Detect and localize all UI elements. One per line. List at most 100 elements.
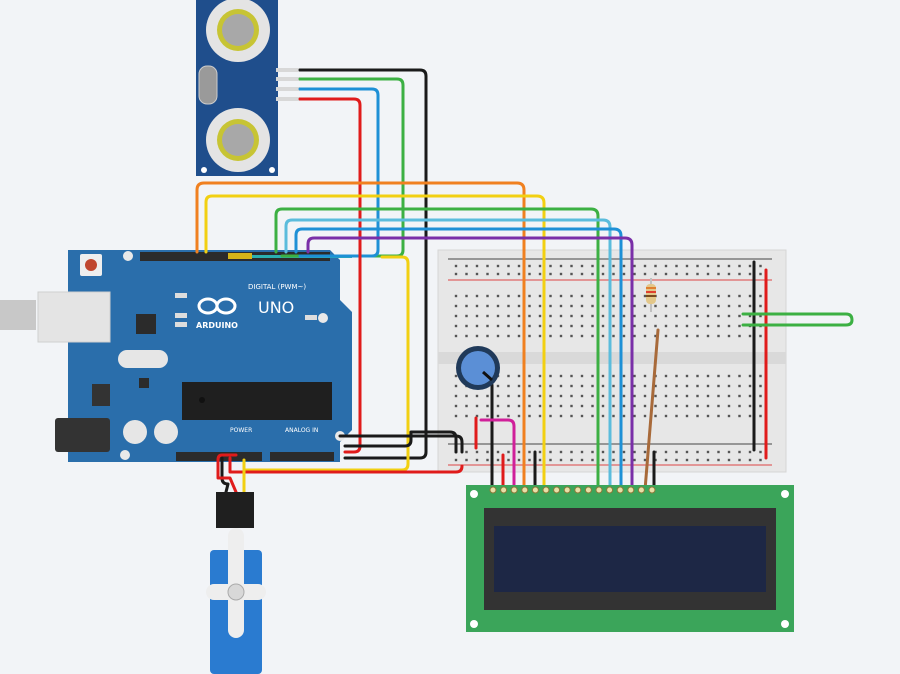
wire-purple[interactable] (306, 236, 634, 492)
breadboard-hole (559, 294, 563, 298)
breadboard-hole (496, 414, 500, 418)
wire-yellow[interactable] (204, 194, 546, 492)
breadboard-hole (759, 304, 762, 308)
breadboard-hole (706, 294, 710, 298)
sensor-pin[interactable] (276, 68, 300, 72)
breadboard-hole (475, 272, 479, 276)
breadboard-hole (664, 272, 668, 276)
wire-green[interactable] (741, 312, 854, 327)
sensor-pin[interactable] (276, 87, 300, 91)
breadboard-hole (664, 334, 668, 338)
lcd-pin[interactable] (648, 486, 656, 494)
breadboard-hole (454, 458, 458, 462)
breadboard-hole (654, 414, 657, 418)
lcd-pin[interactable] (521, 486, 529, 494)
lcd-pin[interactable] (563, 486, 571, 494)
breadboard-hole (622, 314, 626, 318)
wire-blue[interactable] (294, 227, 623, 492)
lcd-pin[interactable] (584, 486, 592, 494)
sensor-pin[interactable] (276, 77, 300, 81)
breadboard-hole (570, 272, 573, 276)
breadboard-hole (633, 294, 636, 298)
breadboard-hole (580, 374, 584, 378)
lcd-pin[interactable] (574, 486, 582, 494)
lcd-display[interactable] (466, 485, 794, 632)
wire-red[interactable] (216, 453, 238, 494)
breadboard-hole (643, 404, 647, 408)
arduino-logo-text: ARDUINO (196, 321, 238, 330)
breadboard-hole (759, 458, 762, 462)
wire-orange[interactable] (195, 181, 526, 502)
breadboard-hole (717, 324, 720, 328)
breadboard-hole (559, 304, 563, 308)
lcd-pin[interactable] (531, 486, 539, 494)
breadboard-hole (664, 404, 668, 408)
breadboard-hole (580, 294, 584, 298)
wire-magenta[interactable] (479, 418, 516, 492)
breadboard-hole (570, 334, 573, 338)
lcd-pin[interactable] (627, 486, 635, 494)
breadboard-hole (591, 334, 594, 338)
breadboard-hole (612, 394, 615, 398)
breadboard-hole (528, 450, 531, 454)
breadboard-hole (622, 264, 626, 268)
wire-black[interactable] (343, 430, 458, 454)
wire-brown[interactable] (643, 328, 660, 492)
breadboard-hole (549, 404, 552, 408)
breadboard-hole (643, 314, 647, 318)
breadboard-hole (570, 458, 573, 462)
breadboard-hole (643, 272, 647, 276)
breadboard-hole (475, 264, 479, 268)
wire-yellow[interactable] (242, 255, 410, 472)
breadboard-hole (685, 264, 689, 268)
breadboard-hole (612, 294, 615, 298)
lcd-pin[interactable] (616, 486, 624, 494)
breadboard-hole (727, 314, 731, 318)
wire-green[interactable] (274, 207, 600, 492)
breadboard-hole (454, 404, 458, 408)
wire-red[interactable] (298, 97, 362, 454)
breadboard-hole (612, 414, 615, 418)
wire-black[interactable] (298, 68, 428, 460)
breadboard-hole (465, 414, 468, 418)
lcd-pin[interactable] (595, 486, 603, 494)
breadboard-hole (507, 414, 510, 418)
resistor[interactable] (646, 278, 656, 312)
breadboard-hole (601, 314, 605, 318)
arduino-uno-board[interactable]: DIGITAL (PWM~) ARDUINO UNO POWER ANALOG … (37, 250, 352, 462)
lcd-pin[interactable] (637, 486, 645, 494)
servo-hub (227, 583, 245, 601)
lcd-pin[interactable] (489, 486, 497, 494)
breadboard-hole (738, 314, 741, 318)
lcd-pin[interactable] (542, 486, 550, 494)
lcd-pin[interactable] (500, 486, 508, 494)
breadboard-hole (759, 272, 762, 276)
breadboard-hole (633, 314, 636, 318)
servo-motor[interactable] (206, 492, 266, 674)
lcd-pin[interactable] (606, 486, 614, 494)
lcd-pin[interactable] (510, 486, 518, 494)
breadboard-hole (486, 394, 489, 398)
ultrasonic-sensor[interactable] (196, 0, 300, 176)
power-header-label: POWER (230, 427, 252, 434)
breadboard-hole (664, 374, 668, 378)
wire-blue[interactable] (298, 87, 380, 258)
breadboard-hole (633, 384, 636, 388)
breadboard-hole (580, 314, 584, 318)
lcd-pin[interactable] (553, 486, 561, 494)
sensor-pin[interactable] (276, 97, 300, 101)
breadboard-hole (538, 314, 542, 318)
breadboard-hole (643, 334, 647, 338)
breadboard-hole (517, 384, 521, 388)
breadboard-hole (507, 294, 510, 298)
wire-light-blue[interactable] (284, 218, 612, 492)
analog-header[interactable] (270, 452, 334, 461)
wire-black[interactable] (220, 456, 230, 494)
mount-hole (470, 490, 478, 498)
potentiometer[interactable] (456, 346, 500, 390)
breadboard-hole (643, 394, 647, 398)
breadboard-hole (591, 264, 594, 268)
breadboard-hole (685, 324, 689, 328)
wire-red[interactable] (228, 456, 464, 474)
breadboard-hole (685, 414, 689, 418)
